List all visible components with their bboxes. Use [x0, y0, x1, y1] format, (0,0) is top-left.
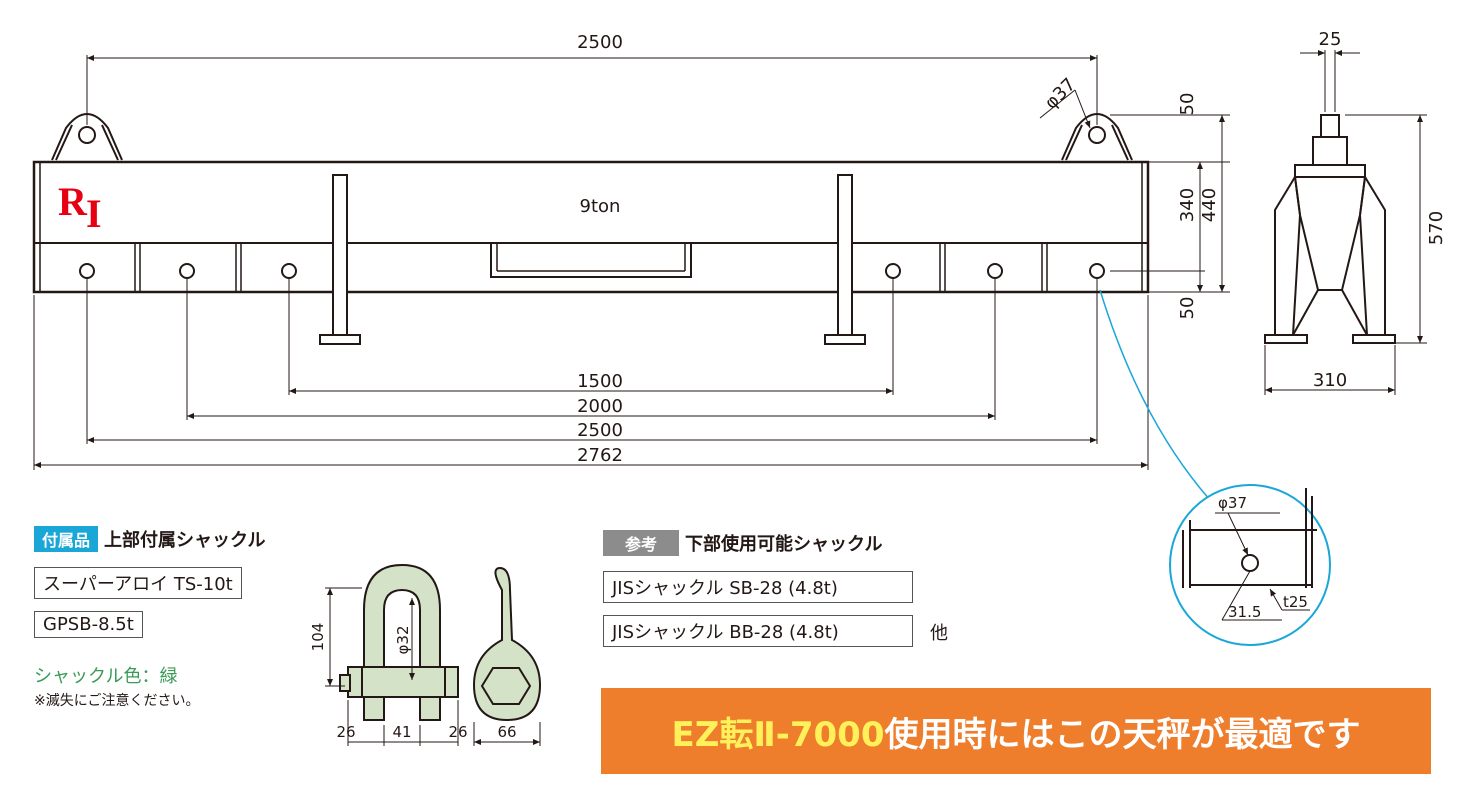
shackle-left: 26	[336, 723, 355, 741]
dim-50-bottom: 50	[1177, 297, 1198, 320]
loss-warning: ※滅失にご注意ください。	[34, 693, 200, 709]
reference-item: JISシャックル BB-28 (4.8t)	[603, 615, 913, 647]
svg-text:I: I	[86, 191, 102, 236]
beam-body	[32, 160, 1150, 294]
dim-side-310: 310	[1313, 370, 1347, 391]
banner-highlight: EZ転Ⅱ-7000	[671, 714, 885, 755]
dim-1500: 1500	[577, 371, 623, 392]
dim-hole-dia: φ37	[1041, 74, 1080, 113]
shackle-pin: φ32	[394, 626, 412, 655]
shackle-right: 26	[448, 723, 467, 741]
detail-edge: 31.5	[1228, 603, 1261, 621]
dim-340: 340	[1177, 188, 1198, 222]
dim-2762: 2762	[577, 445, 623, 466]
shackle-center: 41	[392, 723, 411, 741]
reference-title: 下部使用可能シャックル	[685, 534, 883, 555]
front-dimensions	[33, 55, 1230, 470]
lifting-lug-right	[1061, 113, 1133, 161]
accessory-item: GPSB-8.5t	[34, 611, 143, 638]
detail-diameter: φ37	[1218, 494, 1247, 512]
ri-logo: R I	[58, 179, 102, 236]
accessories-title: 上部付属シャックル	[104, 530, 266, 551]
dim-top-span: 2500	[577, 32, 623, 53]
accessories-tag: 付属品	[34, 526, 99, 552]
reference-heading: 参考 下部使用可能シャックル	[603, 530, 882, 556]
reference-item: JISシャックル SB-28 (4.8t)	[603, 571, 913, 603]
dim-2000: 2000	[577, 396, 623, 417]
shackle-color-note: シャックル色：緑	[34, 666, 178, 687]
banner-text: 使用時にはこの天秤が最適です	[884, 714, 1361, 755]
stand-legs	[319, 174, 866, 345]
shackle-dimensions	[325, 587, 541, 746]
svg-text:R: R	[58, 179, 88, 224]
shackle-drawing	[339, 563, 542, 722]
load-label: 9ton	[580, 196, 621, 217]
detail-callout	[1099, 289, 1331, 646]
reference-tag: 参考	[603, 530, 680, 556]
accessories-heading: 付属品 上部付属シャックル	[34, 526, 265, 552]
shackle-height: 104	[309, 623, 327, 652]
shackle-side: 66	[497, 723, 516, 741]
dim-50-top: 50	[1177, 93, 1198, 116]
dim-side-570: 570	[1426, 211, 1447, 245]
side-dimensions	[1264, 50, 1427, 395]
accessory-item: スーパーアロイ TS-10t	[34, 567, 242, 599]
front-view	[32, 113, 1150, 345]
dim-2500: 2500	[577, 420, 623, 441]
side-view	[1264, 114, 1396, 344]
reference-other: 他	[930, 623, 948, 644]
dim-440: 440	[1199, 188, 1220, 222]
detail-thickness: t25	[1283, 593, 1308, 611]
dim-side-25: 25	[1319, 29, 1342, 50]
